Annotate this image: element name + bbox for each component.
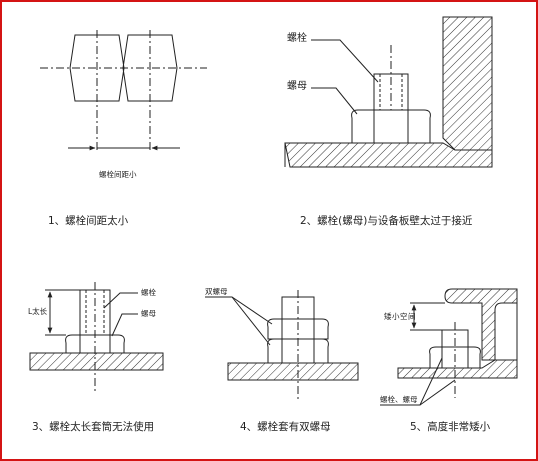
label-bolt-nut-5: 螺栓、螺母 (380, 395, 418, 404)
leader-bolt-nut-b (419, 379, 456, 406)
hex-nut-left (69, 34, 125, 102)
caption-panel-1: 1、螺栓间距太小 (48, 215, 129, 227)
nut (351, 109, 431, 144)
caption-panel-5: 5、高度非常矮小 (410, 421, 491, 433)
overhead-beam (444, 288, 518, 361)
base-plate-3 (29, 352, 164, 371)
base-plate-4 (227, 362, 359, 381)
panel-4-drawing (205, 290, 359, 400)
label-spacing: 螺栓间距小 (99, 170, 137, 179)
caption-panel-4: 4、螺栓套有双螺母 (240, 421, 331, 433)
label-bolt-2: 螺栓 (287, 33, 307, 44)
label-length-3: L太长 (28, 307, 48, 316)
label-nut-2: 螺母 (287, 81, 307, 92)
wall-vertical (442, 16, 493, 151)
hex-nut-right (122, 34, 178, 102)
leader-double-nut-a (205, 296, 273, 325)
caption-panel-2: 2、螺栓(螺母)与设备板壁太过于接近 (300, 215, 473, 227)
label-short-space-5: 矮小空间 (384, 312, 416, 321)
base-plate (284, 142, 493, 168)
panel-1-drawing (40, 30, 207, 151)
label-nut-3: 螺母 (141, 309, 156, 318)
label-double-nut-4: 双螺母 (205, 287, 228, 296)
panel-2-drawing (284, 16, 493, 168)
leader-nut-3 (111, 313, 138, 337)
leader-bolt (311, 39, 379, 83)
leader-double-nut-b (231, 296, 271, 346)
panel-5-drawing (380, 288, 518, 406)
bolt-3 (79, 289, 111, 336)
panel-3-drawing (29, 282, 164, 392)
label-bolt-3: 螺栓 (141, 288, 156, 297)
caption-panel-3: 3、螺栓太长套筒无法使用 (32, 421, 155, 433)
leader-nut (311, 87, 358, 115)
leader-bolt-3 (103, 292, 138, 309)
